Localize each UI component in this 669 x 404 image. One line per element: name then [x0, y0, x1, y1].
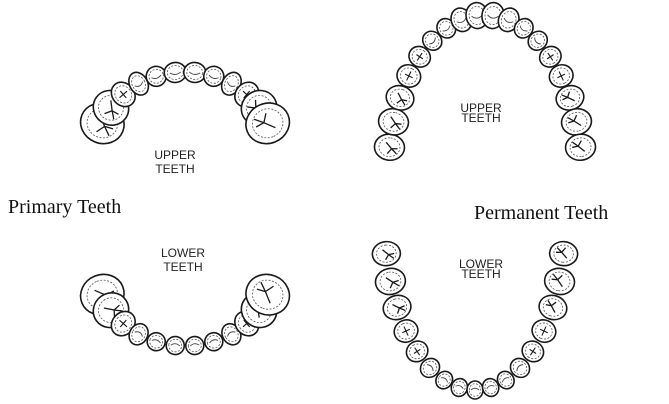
permanent-lower-tooth-15	[536, 292, 570, 323]
permanent-upper-tooth-2	[376, 106, 411, 138]
permanent-upper-label-text2: TEETH	[461, 111, 500, 125]
permanent-lower-tooth-16	[542, 266, 576, 297]
primary-teeth-caption: Primary Teeth	[8, 196, 121, 219]
permanent-upper-arch	[373, 1, 597, 162]
permanent-upper-tooth-17	[559, 106, 594, 138]
primary-lower-label-line2: TEETH	[148, 260, 218, 274]
permanent-upper-label: UPPER TEETH	[446, 101, 516, 125]
permanent-lower-tooth-3	[380, 292, 414, 323]
primary-upper-tooth-7	[183, 61, 207, 83]
permanent-upper-tooth-1	[373, 133, 406, 162]
primary-upper-arch	[74, 61, 295, 150]
permanent-upper-tooth-18	[564, 133, 597, 162]
permanent-lower-tooth-9	[467, 381, 483, 399]
permanent-upper-label-line2: TEETH	[446, 111, 516, 125]
primary-upper-label: UPPER TEETH	[140, 148, 210, 176]
permanent-lower-label-text2: TEETH	[461, 267, 500, 281]
primary-upper-label-line1: UPPER	[140, 148, 210, 162]
primary-lower-label-line1: LOWER	[148, 246, 218, 260]
primary-upper-label-line2: TEETH	[140, 162, 210, 176]
primary-lower-arch	[74, 268, 295, 356]
primary-lower-tooth-7	[185, 336, 205, 356]
permanent-lower-label: LOWER TEETH	[446, 257, 516, 281]
permanent-lower-tooth-17	[549, 240, 579, 267]
primary-lower-tooth-6	[165, 336, 185, 356]
primary-lower-label: LOWER TEETH	[148, 246, 218, 274]
permanent-lower-label-line2: TEETH	[446, 267, 516, 281]
permanent-lower-tooth-2	[373, 266, 407, 297]
permanent-teeth-caption: Permanent Teeth	[474, 202, 608, 225]
permanent-lower-tooth-1	[371, 240, 401, 267]
